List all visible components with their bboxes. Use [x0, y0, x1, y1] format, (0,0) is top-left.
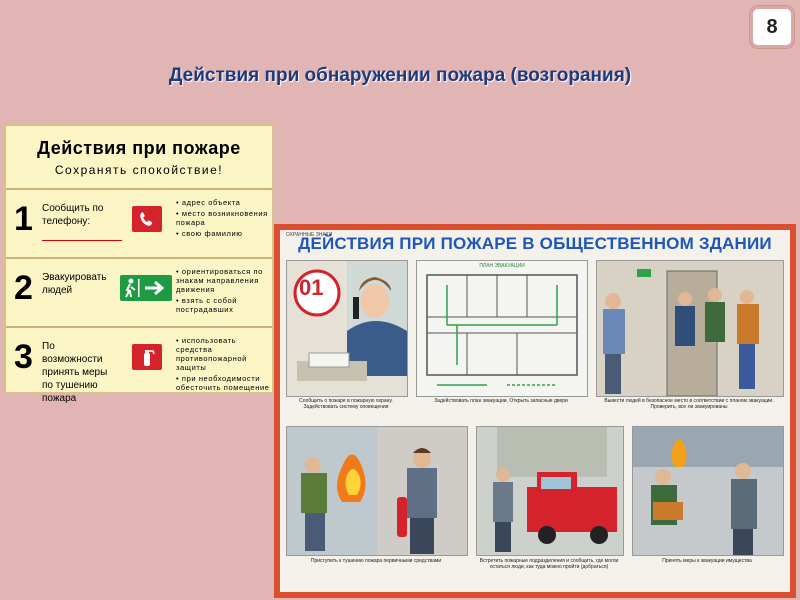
step-notes: • использовать средства противопожарной … [176, 336, 272, 394]
fire-truck-illustration [477, 427, 623, 555]
extinguishing-illustration [287, 427, 467, 555]
step-number: 1 [14, 200, 33, 238]
step-action: Эвакуировать людей [42, 272, 107, 296]
slide-title: Действия при обнаружении пожара (возгора… [168, 65, 632, 86]
note: • адрес объекта [176, 198, 241, 207]
panel-meet-firefighters [476, 426, 624, 556]
panel-call-fire-service: 01 [286, 260, 408, 397]
poster-row-2: 2 Эвакуировать людей • ориентироваться п… [6, 259, 272, 328]
panel-extinguish-fire [286, 426, 468, 556]
caption: Задействовать план эвакуации. Открыть за… [434, 398, 568, 404]
caption: Сообщить о пожаре в пожарную охрану. Зад… [299, 398, 393, 410]
note: • взять с собой пострадавших [176, 296, 238, 314]
caption: Встретить пожарные подразделения и сообщ… [479, 558, 619, 570]
poster-title: ДЕЙСТВИЯ ПРИ ПОЖАРЕ В ОБЩЕСТВЕННОМ ЗДАНИ… [298, 234, 772, 253]
poster-row-1: 1 Сообщить по телефону: • адрес объекта … [6, 190, 272, 259]
exit-arrow-icon [120, 275, 172, 301]
step-notes: • адрес объекта • место возникновения по… [176, 198, 272, 240]
step-number: 3 [14, 338, 33, 376]
poster-title: Действия при пожаре [37, 138, 241, 158]
step-number: 2 [14, 269, 33, 307]
person-on-phone-illustration [287, 261, 407, 396]
poster-row-3: 3 По возможности принять меры по тушению… [6, 328, 272, 404]
panel-evacuation-plan: ПЛАН ЭВАКУАЦИИ [416, 260, 588, 397]
note: • использовать средства противопожарной … [176, 336, 247, 372]
caption: Принять меры к эвакуации имущества [662, 558, 752, 564]
note: • ориентироваться по знакам направления … [176, 267, 263, 294]
public-building-fire-poster: ОХРАННЫЕ ЗНАКИ ДЕЙСТВИЯ ПРИ ПОЖАРЕ В ОБЩ… [274, 224, 796, 598]
slide-number-badge: 8 [750, 6, 794, 48]
plan-label: ПЛАН ЭВАКУАЦИИ [479, 263, 525, 269]
panel-evacuate-people [596, 260, 784, 397]
poster-content: ОХРАННЫЕ ЗНАКИ ДЕЙСТВИЯ ПРИ ПОЖАРЕ В ОБЩ… [280, 230, 790, 592]
step-action: Сообщить по телефону: [42, 203, 104, 227]
poster-tag: ОХРАННЫЕ ЗНАКИ [286, 232, 333, 238]
phone-icon [132, 206, 162, 232]
fire-actions-poster: Действия при пожаре Сохранять спокойстви… [4, 124, 274, 404]
note: • место возникновения пожара [176, 209, 268, 227]
poster-subtitle: Сохранять спокойствие! [54, 163, 224, 177]
panel-evacuate-property [632, 426, 784, 556]
caption: Вывести людей в безопасное место в соотв… [604, 398, 774, 410]
emergency-number: 01 [299, 275, 324, 300]
people-evacuating-illustration [597, 261, 783, 396]
extinguisher-icon [132, 344, 162, 370]
poster-header: Действия при пожаре Сохранять спокойстви… [6, 126, 272, 190]
divider-line [42, 240, 122, 241]
evacuation-plan-diagram [426, 274, 578, 386]
caption: Приступить к тушению пожара первичными с… [310, 558, 442, 564]
note: • свою фамилию [176, 229, 243, 238]
step-action: По возможности принять меры по тушению п… [42, 341, 108, 404]
step-notes: • ориентироваться по знакам направления … [176, 267, 272, 316]
property-evacuation-illustration [633, 427, 783, 555]
note: • при необходимости обесточить помещение [176, 374, 270, 392]
